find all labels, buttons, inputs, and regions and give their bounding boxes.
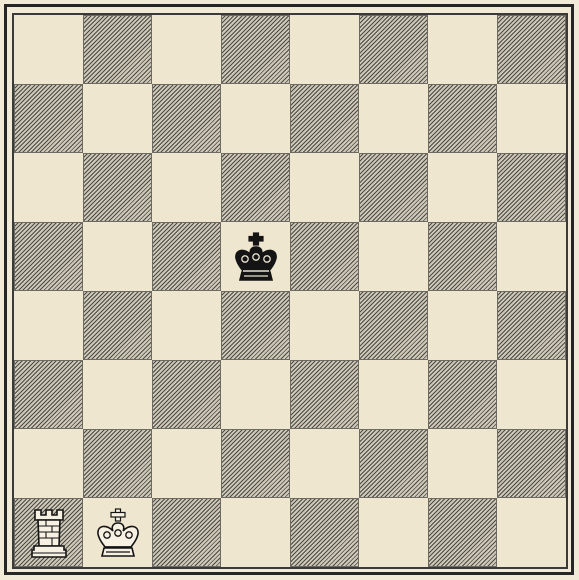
square-e8[interactable] [290, 15, 359, 84]
square-c7[interactable] [152, 84, 221, 153]
square-g6[interactable] [428, 153, 497, 222]
square-a2[interactable] [14, 429, 83, 498]
square-b2[interactable] [83, 429, 152, 498]
square-d8[interactable] [221, 15, 290, 84]
square-b3[interactable] [83, 360, 152, 429]
square-a6[interactable] [14, 153, 83, 222]
square-g4[interactable] [428, 291, 497, 360]
square-b1[interactable] [83, 498, 152, 567]
square-a7[interactable] [14, 84, 83, 153]
white-king-icon[interactable] [91, 506, 145, 560]
square-f5[interactable] [359, 222, 428, 291]
square-g7[interactable] [428, 84, 497, 153]
square-f6[interactable] [359, 153, 428, 222]
square-a3[interactable] [14, 360, 83, 429]
square-h3[interactable] [497, 360, 566, 429]
square-f4[interactable] [359, 291, 428, 360]
square-f2[interactable] [359, 429, 428, 498]
square-e2[interactable] [290, 429, 359, 498]
square-h2[interactable] [497, 429, 566, 498]
square-h1[interactable] [497, 498, 566, 567]
square-h5[interactable] [497, 222, 566, 291]
square-c6[interactable] [152, 153, 221, 222]
square-d5[interactable] [221, 222, 290, 291]
square-b7[interactable] [83, 84, 152, 153]
square-c5[interactable] [152, 222, 221, 291]
square-h7[interactable] [497, 84, 566, 153]
square-g5[interactable] [428, 222, 497, 291]
white-rook-icon[interactable] [22, 506, 76, 560]
square-e1[interactable] [290, 498, 359, 567]
square-f1[interactable] [359, 498, 428, 567]
square-d2[interactable] [221, 429, 290, 498]
square-h6[interactable] [497, 153, 566, 222]
square-b6[interactable] [83, 153, 152, 222]
square-d1[interactable] [221, 498, 290, 567]
square-e7[interactable] [290, 84, 359, 153]
square-h4[interactable] [497, 291, 566, 360]
square-e6[interactable] [290, 153, 359, 222]
square-g8[interactable] [428, 15, 497, 84]
square-c1[interactable] [152, 498, 221, 567]
square-h8[interactable] [497, 15, 566, 84]
square-e3[interactable] [290, 360, 359, 429]
square-b5[interactable] [83, 222, 152, 291]
square-d7[interactable] [221, 84, 290, 153]
square-c8[interactable] [152, 15, 221, 84]
square-d3[interactable] [221, 360, 290, 429]
square-g2[interactable] [428, 429, 497, 498]
square-d6[interactable] [221, 153, 290, 222]
square-e5[interactable] [290, 222, 359, 291]
square-f8[interactable] [359, 15, 428, 84]
square-a8[interactable] [14, 15, 83, 84]
square-g3[interactable] [428, 360, 497, 429]
square-c3[interactable] [152, 360, 221, 429]
square-b8[interactable] [83, 15, 152, 84]
square-c4[interactable] [152, 291, 221, 360]
square-b4[interactable] [83, 291, 152, 360]
square-f3[interactable] [359, 360, 428, 429]
black-king-icon[interactable] [229, 230, 283, 284]
square-a1[interactable] [14, 498, 83, 567]
square-a5[interactable] [14, 222, 83, 291]
square-c2[interactable] [152, 429, 221, 498]
chess-board [14, 15, 566, 567]
square-f7[interactable] [359, 84, 428, 153]
square-a4[interactable] [14, 291, 83, 360]
square-e4[interactable] [290, 291, 359, 360]
square-g1[interactable] [428, 498, 497, 567]
square-d4[interactable] [221, 291, 290, 360]
